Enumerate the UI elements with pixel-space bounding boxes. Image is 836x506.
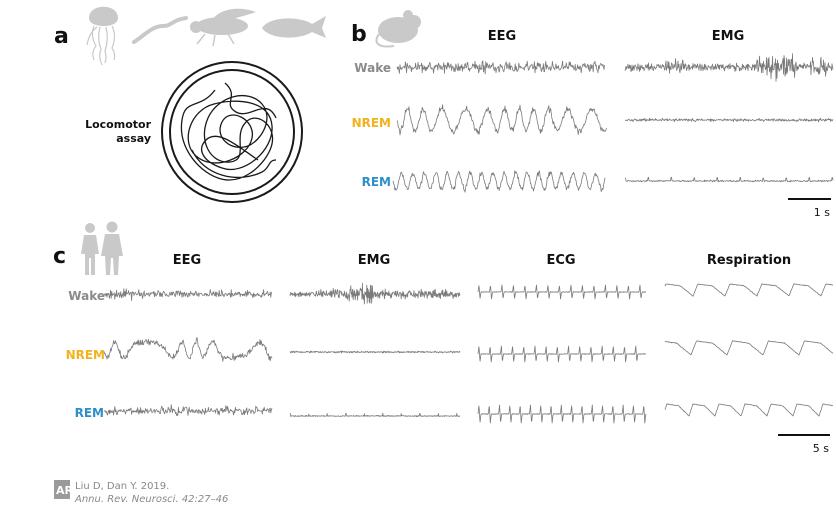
c-emg-trace-nrem [289,350,461,354]
panel-c-state-wake: Wake [68,289,105,303]
annual-reviews-logo: AR [54,480,74,499]
panel-a-label: a [54,24,69,49]
c-eeg-trace-nrem [103,337,273,362]
panel-c-state-nrem: NREM [66,348,105,362]
panel-b-state-rem: REM [362,175,391,189]
c-eeg-trace-wake [103,288,273,301]
c-ecg-trace-nrem [477,345,647,363]
panel-b-state-nrem: NREM [352,116,391,130]
panel-b-state-wake: Wake [354,61,391,75]
emg-trace-rem [624,176,834,183]
locomotor-label-line2: assay [116,132,151,145]
panel-c-state-rem: REM [75,406,104,420]
mouse-icon [375,10,421,48]
c-eeg-trace-rem [103,404,273,416]
humans-icon [81,221,123,275]
c-emg-trace-wake [289,282,461,305]
eeg-trace-rem [392,170,606,193]
jellyfish-icon [86,6,118,66]
panel-c-header-eeg: EEG [173,253,201,268]
eeg-trace-wake [396,60,605,75]
c-resp-trace-nrem [664,340,834,356]
eeg-trace-nrem [396,104,607,136]
panel-b-header-emg: EMG [712,29,745,44]
locomotor-arena [161,61,303,203]
worm-icon [132,16,188,44]
emg-trace-nrem [625,117,834,123]
c-ecg-trace-wake [477,284,647,300]
panel-c-header-ecg: ECG [546,253,575,268]
c-resp-trace-rem [664,403,834,417]
svg-text:AR: AR [56,484,74,497]
c-emg-trace-rem [289,412,461,418]
scale-label-b: 1 s [814,206,830,219]
scale-label-c: 5 s [813,442,829,455]
citation-line1: Liu D, Dan Y. 2019. [75,481,169,492]
citation-line2: Annu. Rev. Neurosci. 42:27–46 [74,494,228,505]
panel-b-label: b [351,22,367,47]
locomotor-label-line1: Locomotor [85,118,151,131]
fish-icon [262,16,326,38]
panel-b-header-eeg: EEG [488,29,516,44]
locomotor-track [180,82,277,181]
c-resp-trace-wake [664,283,834,297]
panel-c-header-emg: EMG [358,253,391,268]
fly-icon [190,8,256,47]
emg-trace-wake [624,53,834,82]
panel-c-header-respiration: Respiration [707,253,791,268]
panel-c-label: c [53,244,66,269]
c-ecg-trace-rem [477,404,647,424]
